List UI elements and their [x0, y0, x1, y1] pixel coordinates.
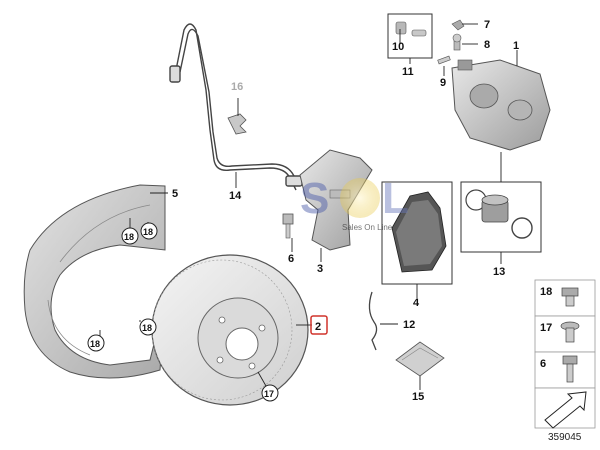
- highlight-box-2: [310, 315, 328, 335]
- callout-5: 5: [172, 188, 178, 200]
- bolt-6: [282, 213, 294, 239]
- brake-pads-box: [381, 181, 453, 285]
- guide-pin: [437, 55, 451, 65]
- callout-18-c: 18: [90, 339, 100, 349]
- callout-3: 3: [317, 263, 323, 275]
- bushing-kit-box: [387, 13, 433, 59]
- callout-10-group: 10: [392, 41, 404, 53]
- callout-14: 14: [229, 190, 242, 202]
- piston-seal-kit-box: [460, 181, 542, 253]
- callout-15: 15: [412, 391, 424, 403]
- circled-callout-18-b: 18: [140, 222, 158, 240]
- callout-8: 8: [484, 39, 490, 51]
- hose-bracket: [227, 113, 247, 135]
- legend-item-6: 6: [540, 358, 546, 370]
- brake-hose: [169, 23, 303, 191]
- callout-18-d: 18: [142, 323, 152, 333]
- direction-arrow-icon: [544, 391, 587, 429]
- callout-12: 12: [403, 319, 415, 331]
- circled-callout-17: 17: [261, 384, 279, 402]
- brake-disc: [151, 254, 309, 406]
- svg-text:S: S: [300, 174, 329, 223]
- callout-13: 13: [493, 266, 505, 278]
- callout-6: 6: [288, 253, 294, 265]
- bleed-screw: [451, 19, 465, 51]
- bolt-17-icon: [560, 321, 580, 343]
- watermark-logo: S L Sales On Line: [300, 174, 409, 232]
- svg-text:L: L: [382, 174, 409, 223]
- callout-2: 2: [315, 321, 321, 333]
- circled-callout-18-d: 18: [139, 318, 157, 336]
- callout-10: 10: [392, 41, 404, 53]
- callout-17: 17: [264, 389, 274, 399]
- legend-item-18: 18: [540, 286, 552, 298]
- hardware-legend: 18 17 6: [534, 279, 596, 429]
- caliper: [451, 59, 551, 151]
- callout-18-a: 18: [124, 232, 134, 242]
- legend-item-17: 17: [540, 322, 552, 334]
- nut-icon: [561, 287, 579, 307]
- callout-11: 11: [402, 66, 414, 78]
- circled-callout-18-c: 18: [87, 334, 105, 352]
- callout-1: 1: [513, 40, 519, 52]
- callout-7: 7: [484, 19, 490, 31]
- pad-spring: [368, 291, 378, 351]
- bolt-6-icon: [562, 355, 578, 383]
- callout-18-b: 18: [143, 227, 153, 237]
- diagram-id: 359045: [548, 432, 582, 443]
- callout-16: 16: [231, 81, 243, 93]
- watermark-tagline: Sales On Line: [342, 223, 393, 232]
- callout-4: 4: [413, 297, 420, 309]
- circled-callout-18-a: 18: [121, 227, 139, 245]
- callout-9: 9: [440, 77, 446, 89]
- grease-packet: [395, 341, 445, 377]
